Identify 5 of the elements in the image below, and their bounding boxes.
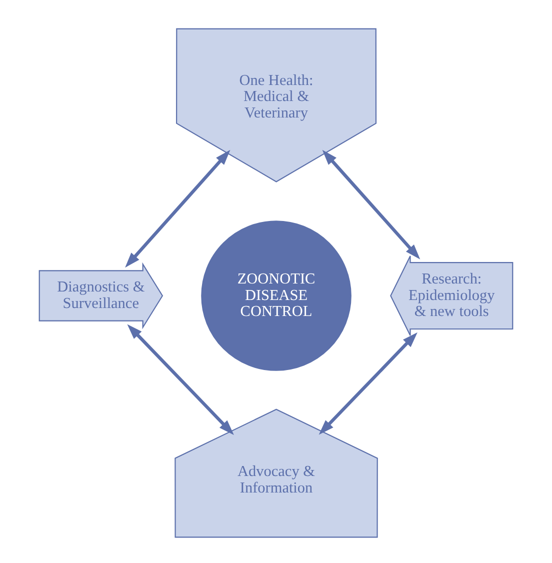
arrow	[127, 324, 234, 436]
node-circle: ZOONOTIC DISEASE CONTROL	[201, 220, 352, 371]
arrow	[318, 332, 418, 435]
arrow	[322, 150, 420, 260]
arrow	[125, 150, 230, 268]
